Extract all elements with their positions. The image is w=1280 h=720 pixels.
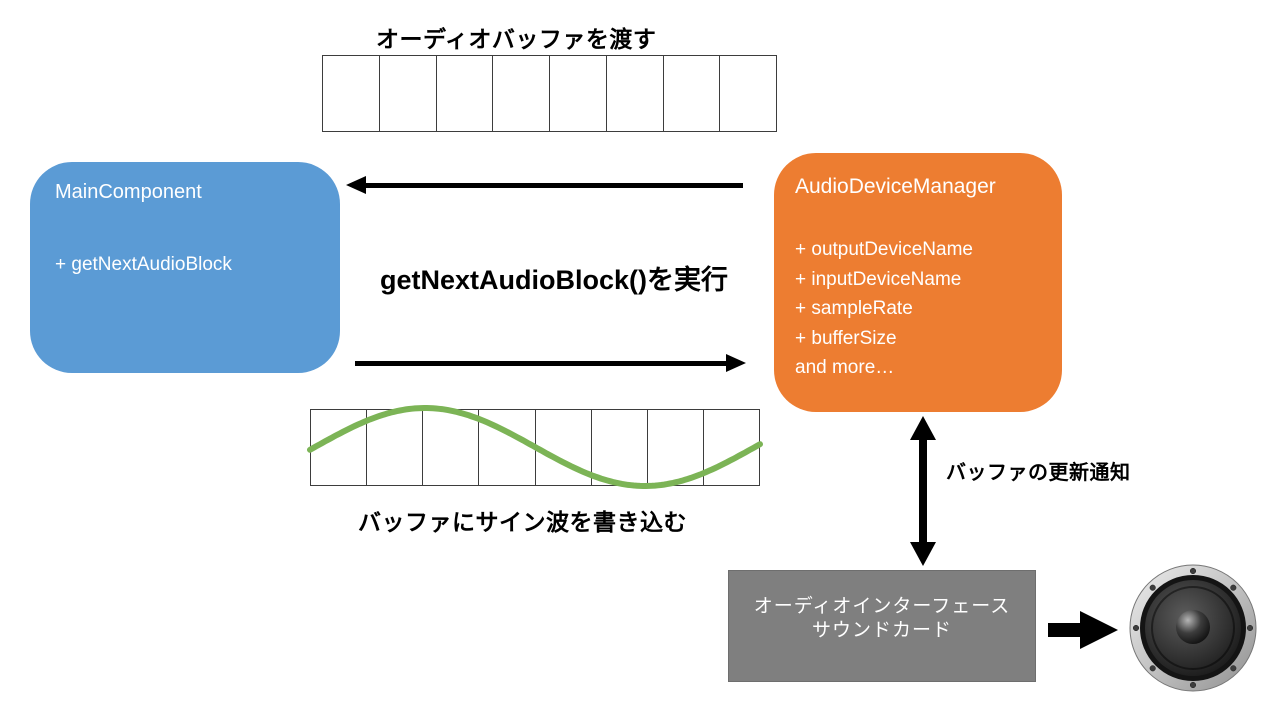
sound-card-text: オーディオインターフェースサウンドカード	[729, 595, 1035, 643]
sine-wave	[307, 405, 763, 489]
main-component-box: MainComponent + getNextAudioBlock	[30, 162, 340, 373]
buffer-cell	[311, 410, 368, 485]
sine-buffer-label: バッファにサイン波を書き込む	[358, 509, 687, 535]
member-line: + outputDeviceName	[795, 239, 973, 260]
buffer-cell	[536, 410, 592, 485]
sound-card-box: オーディオインターフェースサウンドカード	[728, 570, 1036, 682]
member-line: + inputDeviceName	[795, 268, 962, 290]
audio-device-manager-box: AudioDeviceManager + outputDeviceName + i…	[774, 153, 1062, 412]
buffer-cell	[550, 56, 607, 131]
buffer-cell	[648, 410, 704, 485]
audio-buffer-grid	[322, 55, 777, 132]
buffer-cell	[380, 56, 437, 131]
text-line: オーディオインターフェース	[753, 596, 1011, 617]
buffer-cell	[720, 56, 776, 131]
output-block-arrow-icon	[1048, 611, 1118, 649]
left-arrowhead-icon	[346, 176, 366, 194]
update-double-arrow-icon	[910, 416, 936, 566]
buffer-cell	[607, 56, 664, 131]
member-line: + sampleRate	[795, 298, 913, 319]
speaker-icon	[1129, 564, 1257, 692]
update-arrow-label: バッファの更新通知	[946, 462, 1131, 484]
member-line: and more…	[795, 357, 895, 378]
audio-device-manager-members: + outputDeviceName + inputDeviceName + sam…	[795, 235, 973, 383]
member-line: + getNextAudioBlock	[55, 254, 232, 275]
buffer-cell	[592, 410, 648, 485]
call-arrow-shaft	[366, 183, 743, 188]
buffer-cell	[493, 56, 550, 131]
buffer-cell	[664, 56, 721, 131]
right-arrowhead-icon	[726, 354, 746, 372]
top-buffer-label: オーディオバッファを渡す	[376, 26, 657, 52]
audio-device-manager-title: AudioDeviceManager	[795, 175, 996, 198]
sine-wave-path	[307, 405, 763, 489]
buffer-cell	[323, 56, 380, 131]
speaker-screws	[1132, 567, 1254, 689]
call-arrow-label: getNextAudioBlock()を実行	[380, 265, 729, 295]
member-line: + bufferSize	[795, 327, 897, 349]
main-component-title: MainComponent	[55, 181, 202, 203]
return-arrow-shaft	[355, 361, 726, 366]
text-line: サウンドカード	[811, 620, 952, 641]
main-component-members: + getNextAudioBlock	[55, 250, 232, 279]
buffer-cell	[437, 56, 494, 131]
buffer-cell	[367, 410, 424, 485]
buffer-cell	[423, 410, 480, 485]
